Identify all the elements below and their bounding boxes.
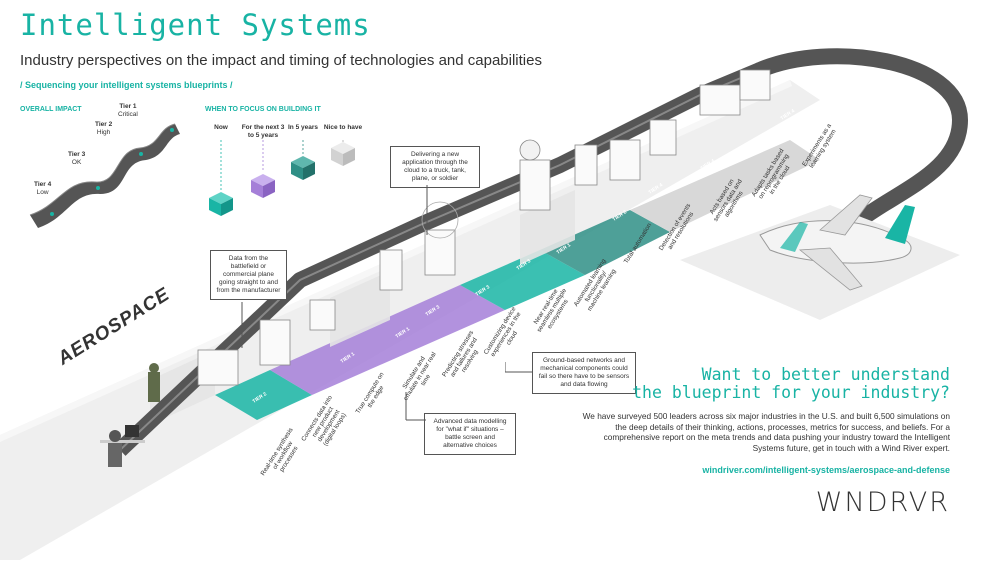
cube-now [209,192,233,216]
page-subtitle: Industry perspectives on the impact and … [20,52,542,69]
callout-cloud-delivery: Delivering a new application through the… [390,146,480,188]
breadcrumb[interactable]: / Sequencing your intelligent systems bl… [20,80,233,90]
cube-5years [291,156,315,180]
when-3to5-label: For the next 3 to 5 years [241,124,285,139]
cta-heading: Want to better understand the blueprint … [620,366,950,402]
soldier-figure [148,363,160,402]
callout-leader [426,185,428,235]
callout-battlefield-data: Data from the battlefield or commercial … [210,250,287,300]
cube-next [251,174,275,198]
when-cubes [209,140,355,216]
callout-leader [405,392,426,421]
when-5years-label: In 5 years [288,124,318,131]
airplane-icon [759,194,915,291]
desk-worker [100,425,145,467]
wind-river-logo: WNDRVR [815,487,950,518]
callout-leader [241,302,243,348]
cta-heading-line2: the blueprint for your industry? [632,383,950,402]
overall-impact-heading: OVERALL IMPACT [20,106,82,113]
callout-leader [505,362,532,373]
when-to-focus-heading: WHEN TO FOCUS ON BUILDING IT [205,106,321,113]
callout-data-modelling: Advanced data modelling for "what if" si… [424,413,516,455]
callout-ground-networks: Ground-based networks and mechanical com… [532,352,636,394]
when-nice-label: Nice to have [323,124,363,131]
cube-nice [331,142,355,166]
page-title: Intelligent Systems [20,8,371,42]
cta-heading-line1: Want to better understand [701,365,950,384]
when-now-label: Now [214,124,228,131]
cta-body: We have surveyed 500 leaders across six … [582,411,950,453]
cta-link[interactable]: windriver.com/intelligent-systems/aerosp… [702,465,950,475]
impact-ribbon [29,123,180,228]
